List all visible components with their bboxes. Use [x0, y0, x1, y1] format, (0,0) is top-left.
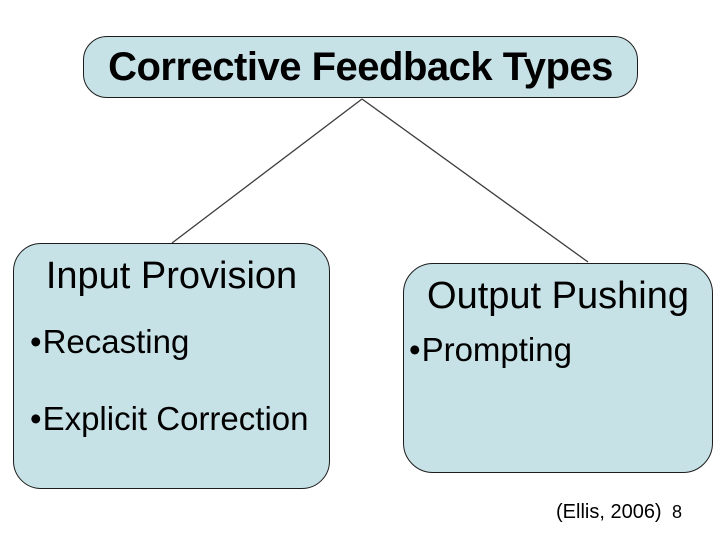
- connector-line-left: [171, 98, 363, 244]
- slide-number: 8: [672, 502, 683, 522]
- citation: (Ellis, 2006): [556, 501, 662, 523]
- slide-title: Corrective Feedback Types: [108, 44, 613, 89]
- title-box: Corrective Feedback Types: [83, 36, 638, 98]
- node-input-provision: Input Provision •Recasting •Explicit Cor…: [13, 243, 330, 489]
- bullet-item-recasting: •Recasting: [30, 322, 189, 362]
- node-heading-input-provision: Input Provision: [45, 255, 298, 297]
- bullet-item-explicit-correction: •Explicit Correction: [30, 399, 308, 439]
- bullet-icon: •: [30, 323, 42, 360]
- bullet-label-prompting: Prompting: [421, 331, 572, 368]
- bullet-label-explicit-correction: Explicit Correction: [42, 400, 309, 437]
- node-heading-output-pushing: Output Pushing: [427, 275, 689, 317]
- bullet-label-recasting: Recasting: [42, 323, 190, 360]
- node-output-pushing: Output Pushing •Prompting: [403, 263, 713, 473]
- bullet-icon: •: [409, 331, 421, 368]
- connector-line-right: [361, 98, 589, 263]
- bullet-item-prompting: •Prompting: [409, 330, 572, 370]
- bullet-icon: •: [30, 400, 42, 437]
